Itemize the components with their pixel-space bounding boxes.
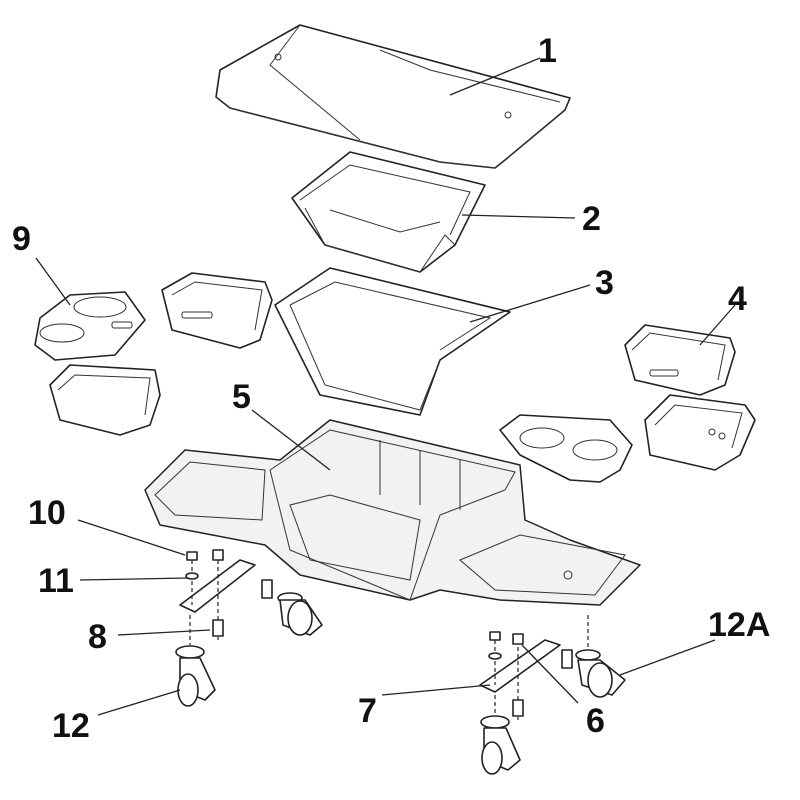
part-9-small-bin-top: [161, 272, 273, 349]
callout-12: 12: [52, 707, 90, 745]
cup-holder-right: [499, 414, 633, 483]
part-12a-caster-rear-left: [277, 592, 323, 636]
callout-11: 11: [38, 562, 74, 600]
callout-9: 9: [12, 220, 31, 258]
callout-1: 1: [538, 32, 557, 70]
part-mounting-plate-left: [179, 549, 256, 640]
callout-3: 3: [595, 264, 614, 302]
part-9-small-bin-bottom: [49, 364, 161, 436]
leader-lines: [35, 57, 736, 716]
part-5-main-body: [144, 419, 641, 606]
part-4-bin-lower: [644, 394, 756, 471]
part-7-mounting-plate-right: [479, 631, 561, 720]
part-2-upper-tray: [291, 151, 486, 273]
callout-labels: 1 2 3 4 5 6 7 8 9 10 11 12 12A: [12, 32, 770, 745]
part-9-cup-holder: [34, 291, 146, 361]
callout-2: 2: [582, 200, 601, 238]
part-4-bin-upper: [624, 324, 736, 396]
part-12-caster-front-right: [480, 695, 521, 775]
callout-12a: 12A: [708, 606, 770, 644]
callout-4: 4: [728, 280, 747, 318]
part-1-seat-cushion: [215, 24, 571, 169]
callout-8: 8: [88, 618, 107, 656]
callout-6: 6: [586, 702, 605, 740]
callout-10: 10: [28, 494, 66, 532]
part-12a-caster-rear-right: [575, 615, 626, 698]
part-3-tapered-bin: [274, 267, 511, 416]
part-12-caster-front-left: [175, 615, 216, 707]
frame-bolts: [261, 579, 573, 669]
callout-5: 5: [232, 378, 251, 416]
callout-7: 7: [358, 692, 377, 730]
